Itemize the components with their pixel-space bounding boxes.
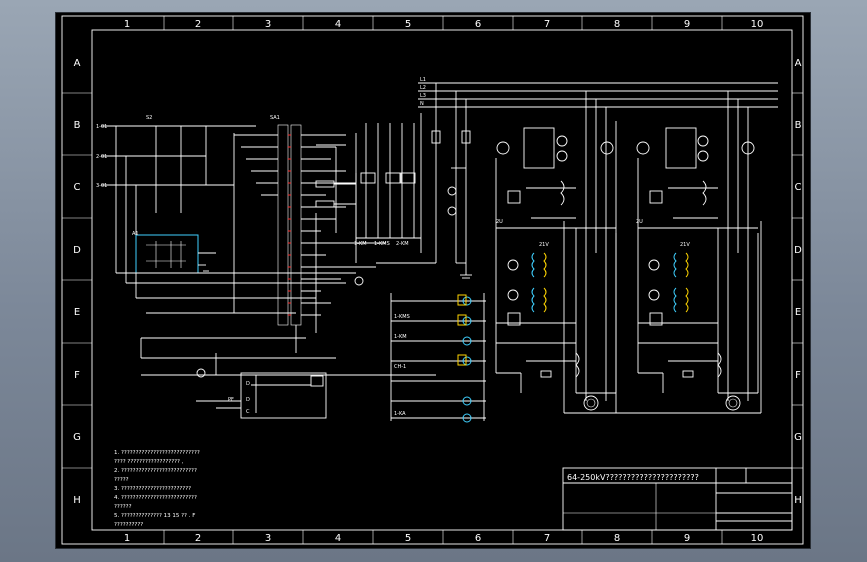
row-label-e: E bbox=[74, 307, 80, 318]
contactor-relays: 1-KM 1-KMS 2-KM bbox=[354, 113, 422, 253]
sa1-label: SA1 bbox=[270, 115, 280, 121]
col-label-10-bottom: 10 bbox=[751, 533, 764, 544]
schematic-canvas: 1 2 3 4 5 6 7 8 9 10 1 2 3 4 5 6 7 8 9 1… bbox=[61, 15, 804, 545]
svg-text:1-KM: 1-KM bbox=[394, 334, 407, 340]
row-label-f: F bbox=[74, 370, 80, 381]
row-label-b-right: B bbox=[795, 120, 802, 131]
col-label-5-bottom: 5 bbox=[405, 533, 411, 544]
col-label-4-bottom: 4 bbox=[335, 533, 341, 544]
svg-text:CH-1: CH-1 bbox=[394, 364, 406, 370]
col-label-9: 9 bbox=[684, 19, 690, 30]
col-label-4: 4 bbox=[335, 19, 341, 30]
row-ticks bbox=[62, 92, 803, 469]
svg-text:D: D bbox=[246, 381, 250, 387]
col-label-9-bottom: 9 bbox=[684, 533, 690, 544]
svg-text:1-KMS: 1-KMS bbox=[374, 241, 390, 247]
notes-block: 1. ??????????????????????????? ???? ????… bbox=[114, 450, 200, 528]
circuit1-21v-label: 21V bbox=[539, 242, 549, 248]
svg-text:2-01: 2-01 bbox=[96, 154, 107, 160]
svg-text:1-KMS: 1-KMS bbox=[394, 314, 410, 320]
row-label-b: B bbox=[74, 120, 81, 131]
bus-label-l3: L3 bbox=[420, 93, 426, 99]
col-label-5: 5 bbox=[405, 19, 411, 30]
bus-label-l2: L2 bbox=[420, 85, 426, 91]
row-labels-right: A B C D E F G H bbox=[794, 58, 802, 506]
row-label-c: C bbox=[74, 182, 81, 193]
control-ladder: 1-KMS 1-KM CH-1 1-KA bbox=[390, 293, 486, 423]
svg-text:1-01: 1-01 bbox=[96, 124, 107, 130]
mid-components bbox=[315, 133, 386, 244]
col-label-2-bottom: 2 bbox=[195, 533, 201, 544]
s2-label: S2 bbox=[146, 115, 152, 121]
svg-text:D: D bbox=[246, 397, 250, 403]
col-label-7: 7 bbox=[544, 19, 550, 30]
a1-label: A1 bbox=[132, 231, 139, 237]
col-label-6-bottom: 6 bbox=[475, 533, 481, 544]
col-label-1-bottom: 1 bbox=[124, 533, 130, 544]
note-line-1: 1. ??????????????????????????? bbox=[114, 450, 200, 456]
circuit1-2u-label: 2U bbox=[496, 219, 503, 225]
row-label-g-right: G bbox=[794, 432, 802, 443]
row-label-a-right: A bbox=[795, 58, 802, 69]
drawing-title: 64-250kV?????????????????????? bbox=[567, 473, 699, 482]
drawing-viewport[interactable]: 1 2 3 4 5 6 7 8 9 10 1 2 3 4 5 6 7 8 9 1… bbox=[56, 13, 810, 548]
note-line-7: ?????? bbox=[114, 504, 132, 510]
bus-bars: L1 L2 L3 N bbox=[418, 77, 778, 108]
left-input-section: 1-01 2-01 3-01 S2 A1 bbox=[96, 115, 436, 413]
row-labels-left: A B C D E F G H bbox=[73, 58, 81, 506]
note-line-4: ????? bbox=[114, 477, 129, 483]
note-line-5: 3. ???????????????????????? bbox=[114, 486, 191, 492]
bus-label-l1: L1 bbox=[420, 77, 426, 83]
row-label-c-right: C bbox=[795, 182, 802, 193]
note-line-8: 5. ?????????????? 13 15 ?? . F bbox=[114, 513, 195, 519]
svg-text:C: C bbox=[246, 409, 250, 415]
row-label-d-right: D bbox=[794, 245, 802, 256]
a1-relay-box bbox=[135, 234, 199, 274]
col-label-8-bottom: 8 bbox=[614, 533, 620, 544]
title-block: 64-250kV?????????????????????? bbox=[562, 467, 793, 531]
col-label-3: 3 bbox=[265, 19, 271, 30]
col-label-6: 6 bbox=[475, 19, 481, 30]
row-label-g: G bbox=[73, 432, 81, 443]
note-line-2: ???? ?????????????????? , bbox=[114, 459, 184, 465]
col-label-2: 2 bbox=[195, 19, 201, 30]
svg-text:1-KA: 1-KA bbox=[394, 411, 406, 417]
terminal-strip-sa1: SA1 bbox=[234, 115, 376, 353]
pf-label: PF bbox=[228, 397, 234, 403]
col-label-8: 8 bbox=[614, 19, 620, 30]
col-label-3-bottom: 3 bbox=[265, 533, 271, 544]
pf-qf-box: PF D D C bbox=[196, 372, 327, 419]
row-label-e-right: E bbox=[795, 307, 801, 318]
row-label-f-right: F bbox=[795, 370, 801, 381]
row-label-h-right: H bbox=[794, 495, 802, 506]
circuit2-21v-label: 21V bbox=[680, 242, 690, 248]
centre-column bbox=[354, 83, 472, 286]
bus-label-n: N bbox=[420, 101, 424, 107]
note-line-6: 4. ?????????????????????????? bbox=[114, 495, 197, 501]
svg-text:1-KM: 1-KM bbox=[354, 241, 367, 247]
circuit2-2u-label: 2U bbox=[636, 219, 643, 225]
note-line-3: 2. ?????????????????????????? bbox=[114, 468, 197, 474]
col-label-1: 1 bbox=[124, 19, 130, 30]
circuit-frames bbox=[563, 221, 762, 414]
column-ticks bbox=[163, 16, 723, 544]
note-line-9: ?????????? bbox=[114, 522, 143, 528]
col-label-10: 10 bbox=[751, 19, 764, 30]
svg-text:2-KM: 2-KM bbox=[396, 241, 409, 247]
col-label-7-bottom: 7 bbox=[544, 533, 550, 544]
motor-circuit-1: 2U 21V bbox=[495, 91, 617, 411]
row-label-a: A bbox=[74, 58, 81, 69]
row-label-d: D bbox=[73, 245, 81, 256]
column-labels-top: 1 2 3 4 5 6 7 8 9 10 bbox=[124, 19, 764, 30]
svg-text:3-01: 3-01 bbox=[96, 183, 107, 189]
row-label-h: H bbox=[73, 495, 81, 506]
column-labels-bottom: 1 2 3 4 5 6 7 8 9 10 bbox=[124, 533, 764, 544]
motor-circuit-2: 2U 21V bbox=[615, 91, 759, 413]
